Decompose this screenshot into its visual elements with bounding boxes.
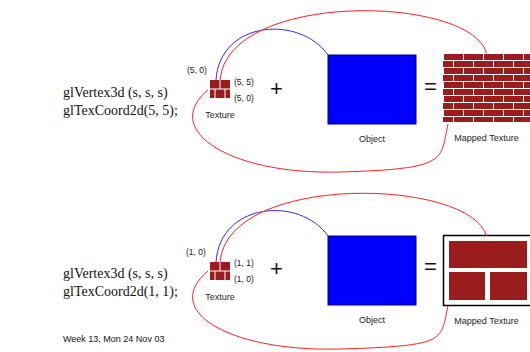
mapped-frame — [444, 236, 530, 306]
text-label: glTexCoord2d(5, 5); — [63, 103, 178, 119]
large-brick — [449, 241, 527, 268]
text-label: glVertex3d (s, s, s) — [63, 85, 168, 101]
texture-swatch — [210, 80, 230, 98]
red-arc — [220, 193, 487, 262]
text-label: (5, 0) — [187, 65, 207, 75]
mortar-line — [225, 271, 226, 280]
footer-note: Week 13, Mon 24 Nov 03 — [63, 334, 164, 344]
object-square — [328, 55, 416, 124]
picture-caption: Mapped Texture — [443, 316, 530, 327]
text-label: (5, 5) — [234, 77, 254, 87]
object-square — [328, 236, 416, 305]
large-brick — [449, 272, 485, 300]
text-label: glTexCoord2d(1, 1); — [63, 284, 178, 300]
blue-arc — [216, 211, 328, 262]
brick-texture — [210, 80, 230, 98]
picture-caption: Mapped Texture — [443, 133, 530, 144]
large-brick — [490, 272, 527, 300]
red-arc — [193, 271, 448, 349]
picture-node: Mapped Texture — [443, 236, 530, 327]
texture-swatch — [210, 262, 230, 280]
mapped-brick-wall — [443, 53, 530, 122]
brick-texture — [210, 262, 230, 280]
picture-caption: Texture — [200, 292, 240, 303]
text-label: (1, 0) — [234, 274, 254, 284]
mortar-line — [220, 262, 221, 271]
text-label: + — [270, 76, 283, 102]
red-arc — [193, 90, 448, 172]
mortar-line — [215, 271, 216, 280]
text-label: (5, 0) — [234, 93, 254, 103]
mortar-line — [220, 80, 221, 89]
mapped-large-bricks — [444, 236, 530, 306]
picture-node: Object — [328, 55, 416, 145]
red-arc — [220, 11, 487, 80]
picture-caption: Object — [328, 134, 416, 145]
picture-caption: Texture — [200, 110, 240, 121]
text-label: = — [424, 254, 437, 280]
mortar-line — [215, 89, 216, 98]
picture-caption: Object — [328, 315, 416, 326]
picture-node: Mapped Texture — [443, 53, 530, 144]
mortar-line — [225, 89, 226, 98]
blue-arc — [216, 29, 328, 80]
text-label: glVertex3d (s, s, s) — [63, 266, 168, 282]
text-label: = — [424, 74, 437, 100]
text-label: (1, 1) — [234, 258, 254, 268]
text-label: (1, 0) — [186, 247, 206, 257]
text-label: + — [270, 256, 283, 282]
picture-node: Object — [328, 236, 416, 326]
